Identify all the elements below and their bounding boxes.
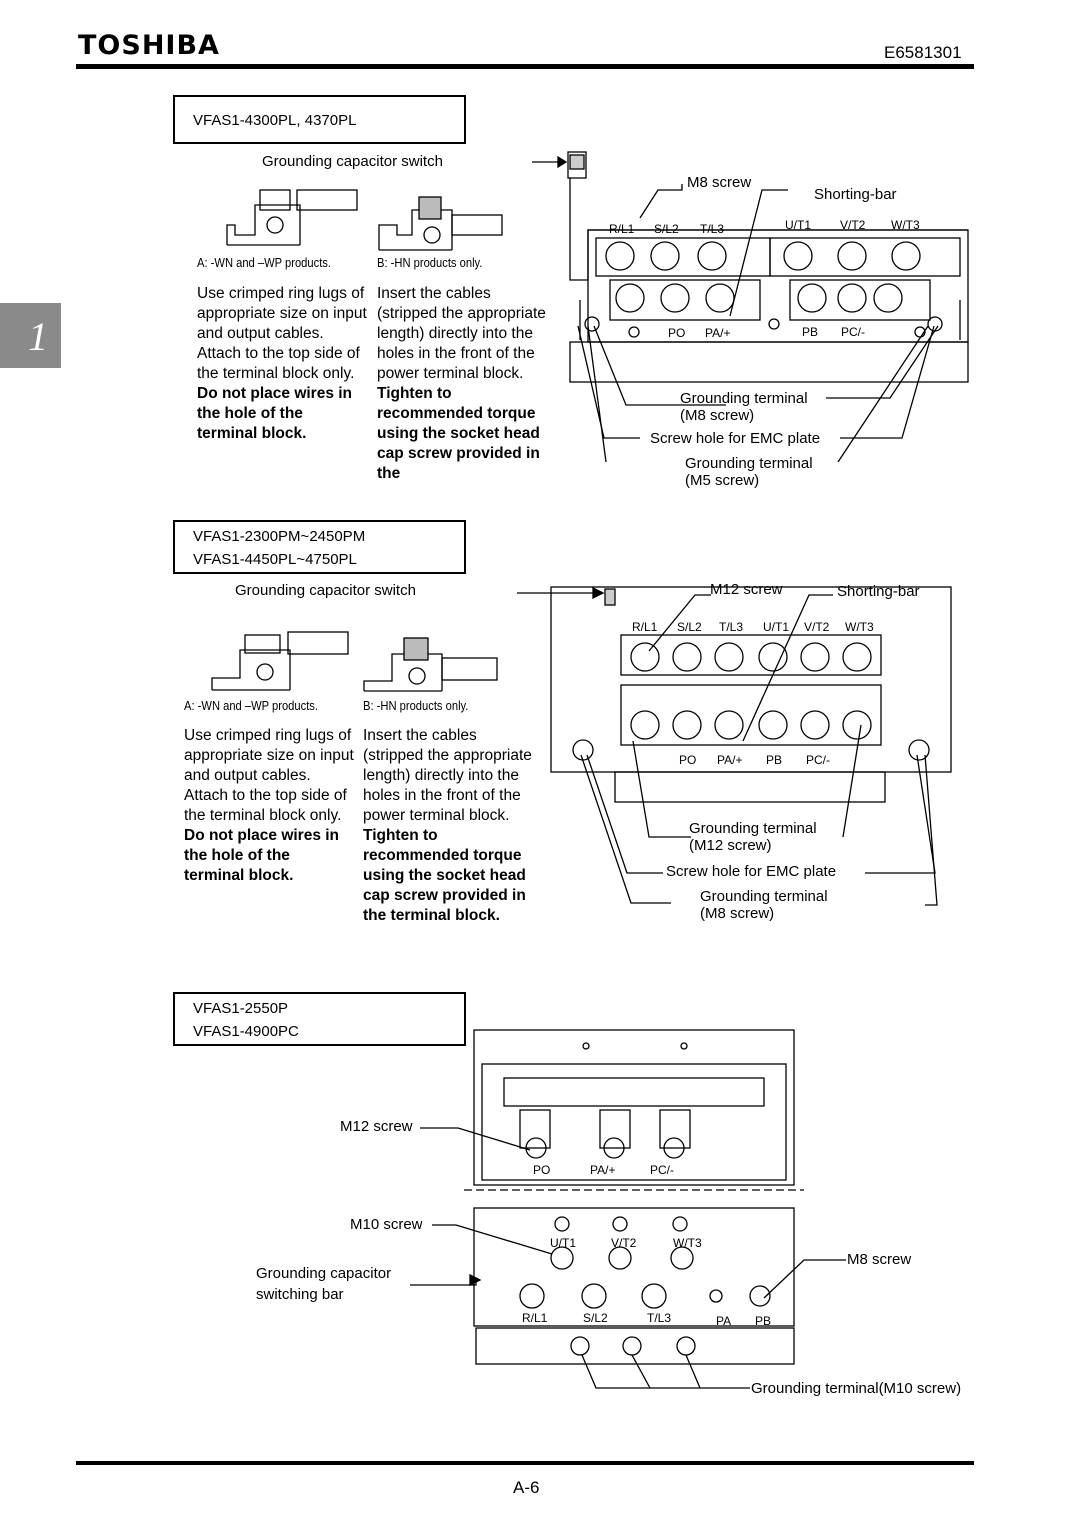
- terminal-u-t1-3: U/T1: [550, 1236, 577, 1250]
- terminal-u-t1-2: U/T1: [763, 620, 790, 634]
- m10-label-3: M10 screw: [350, 1216, 423, 1233]
- model-name-2a: VFAS1-2300PM~2450PM: [193, 528, 366, 545]
- caption-b-2: B: -HN products only.: [363, 698, 469, 713]
- terminal-pc-1: PC/-: [841, 325, 865, 339]
- switch-b-drawing-1: [378, 196, 503, 251]
- shorting-bar-label-2: Shorting-bar: [837, 583, 920, 600]
- terminal-pa-3: PA/+: [590, 1163, 616, 1177]
- text-b-bold-1: Tighten to recommended torque using the …: [377, 385, 540, 482]
- terminal-block-drawing-2: [517, 586, 952, 906]
- terminal-t-l3-3: T/L3: [647, 1311, 672, 1325]
- terminal-t-l3-1: T/L3: [700, 222, 725, 236]
- ground-label-3: Grounding terminal(M10 screw): [751, 1380, 962, 1397]
- terminal-po-2: PO: [679, 753, 697, 767]
- model-name-3a: VFAS1-2550P: [193, 1000, 289, 1017]
- text-b-2: Insert the cables (stripped the appropri…: [363, 726, 533, 926]
- switch-title-2: Grounding capacitor switch: [235, 582, 416, 599]
- terminal-po-3: PO: [533, 1163, 551, 1177]
- emc-label-1: Screw hole for EMC plate: [650, 430, 821, 447]
- text-a-plain-2: Use crimped ring lugs of appropriate siz…: [184, 727, 354, 824]
- terminal-block-drawing-3: [410, 1029, 846, 1389]
- caption-b-1: B: -HN products only.: [377, 255, 483, 270]
- ground2-label-2: Grounding terminal(M8 screw): [700, 888, 828, 922]
- switch-a-drawing-1: [226, 189, 358, 246]
- terminal-r-l1-1: R/L1: [609, 222, 635, 236]
- terminal-pb-2: PB: [766, 753, 783, 767]
- terminal-pb-1: PB: [802, 325, 819, 339]
- terminal-v-t2-3: V/T2: [611, 1236, 637, 1250]
- terminal-po-1: PO: [668, 326, 686, 340]
- terminal-s-l2-1: S/L2: [654, 222, 679, 236]
- caption-a-2: A: -WN and –WP products.: [184, 698, 319, 713]
- switch-b-drawing-2: [363, 637, 498, 692]
- text-a-1: Use crimped ring lugs of appropriate siz…: [197, 284, 367, 444]
- terminal-w-t3-2: W/T3: [845, 620, 874, 634]
- text-a-plain-1: Use crimped ring lugs of appropriate siz…: [197, 285, 367, 382]
- toshiba-logo: TOSHIBA: [78, 30, 220, 61]
- terminal-w-t3-1: W/T3: [891, 218, 920, 232]
- caption-a-1: A: -WN and –WP products.: [197, 255, 332, 270]
- shorting-bar-label-1: Shorting-bar: [814, 186, 897, 203]
- terminal-r-l1-2: R/L1: [632, 620, 658, 634]
- model-name-2b: VFAS1-4450PL~4750PL: [193, 551, 357, 568]
- switch-title-1: Grounding capacitor switch: [262, 153, 443, 170]
- ground1-label-2: Grounding terminal(M12 screw): [689, 820, 817, 854]
- text-b-plain-1: Insert the cables (stripped the appropri…: [377, 285, 546, 382]
- terminal-t-l3-2: T/L3: [719, 620, 744, 634]
- model-box-1: VFAS1-4300PL, 4370PL: [173, 95, 466, 144]
- text-a-2: Use crimped ring lugs of appropriate siz…: [184, 726, 354, 886]
- model-box-2: VFAS1-2300PM~2450PM VFAS1-4450PL~4750PL: [173, 520, 466, 574]
- m8-label-3: M8 screw: [847, 1251, 912, 1268]
- model-name-3b: VFAS1-4900PC: [193, 1023, 299, 1040]
- emc-label-2: Screw hole for EMC plate: [666, 863, 837, 880]
- model-name-1: VFAS1-4300PL, 4370PL: [193, 112, 357, 129]
- terminal-block-drawing-1: [532, 151, 969, 463]
- terminal-r-l1-3: R/L1: [522, 1311, 548, 1325]
- terminal-v-t2-1: V/T2: [840, 218, 866, 232]
- terminal-w-t3-3: W/T3: [673, 1236, 702, 1250]
- terminal-v-t2-2: V/T2: [804, 620, 830, 634]
- terminal-s-l2-3: S/L2: [583, 1311, 608, 1325]
- footer-rule: [76, 1461, 974, 1465]
- text-a-bold-2: Do not place wires in the hole of the te…: [184, 827, 340, 884]
- header-rule: [76, 64, 974, 69]
- terminal-pa-2: PA/+: [717, 753, 743, 767]
- ground2-label-1: Grounding terminal(M5 screw): [685, 455, 813, 489]
- chapter-tab: 1: [0, 303, 61, 368]
- terminal-pa-1: PA/+: [705, 326, 731, 340]
- terminal-s-l2-2: S/L2: [677, 620, 702, 634]
- terminal-pa-only-3: PA: [716, 1314, 732, 1328]
- switch-a-drawing-2: [211, 631, 349, 691]
- model-box-3: VFAS1-2550P VFAS1-4900PC: [173, 992, 466, 1046]
- text-b-1: Insert the cables (stripped the appropri…: [377, 284, 547, 484]
- ground1-label-1: Grounding terminal(M8 screw): [680, 390, 808, 424]
- terminal-pc-2: PC/-: [806, 753, 830, 767]
- terminal-pb-3: PB: [755, 1314, 772, 1328]
- m12-label-3: M12 screw: [340, 1118, 413, 1135]
- terminal-u-t1-1: U/T1: [785, 218, 812, 232]
- text-b-bold-2: Tighten to recommended torque using the …: [363, 827, 526, 924]
- terminal-pc-3: PC/-: [650, 1163, 674, 1177]
- screw-label-2: M12 screw: [710, 581, 783, 598]
- screw-label-1: M8 screw: [687, 174, 752, 191]
- document-id: E6581301: [884, 43, 962, 62]
- text-a-bold-1: Do not place wires in the hole of the te…: [197, 385, 353, 442]
- page-number: A-6: [513, 1478, 540, 1497]
- chapter-number: 1: [28, 314, 48, 359]
- text-b-plain-2: Insert the cables (stripped the appropri…: [363, 727, 532, 824]
